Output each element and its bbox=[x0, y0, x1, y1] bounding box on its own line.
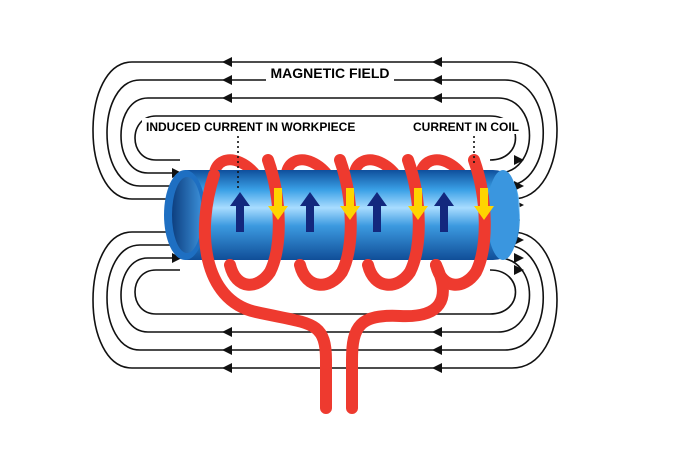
field-arrow bbox=[172, 168, 182, 178]
induced-current-arrow bbox=[230, 192, 250, 232]
field-arrow bbox=[172, 253, 182, 263]
coil-current-arrows bbox=[268, 188, 494, 220]
field-arrow bbox=[222, 327, 232, 337]
field-arrow bbox=[432, 93, 442, 103]
field-arrow bbox=[222, 363, 232, 373]
field-line-top-3 bbox=[120, 97, 531, 174]
field-arrow bbox=[222, 57, 232, 67]
field-arrow bbox=[222, 75, 232, 85]
field-arrow bbox=[514, 265, 524, 275]
field-arrow bbox=[432, 75, 442, 85]
label-leader-lines bbox=[237, 136, 475, 190]
field-arrow bbox=[222, 345, 232, 355]
field-arrow bbox=[432, 57, 442, 67]
label-induced-backdrop bbox=[142, 118, 352, 134]
workpiece-right-end bbox=[487, 170, 519, 260]
induced-current-arrow bbox=[434, 192, 454, 232]
induced-current-arrow bbox=[367, 192, 387, 232]
title-backdrop bbox=[266, 64, 394, 82]
coil-lead-left bbox=[198, 169, 332, 414]
coil-current-arrow bbox=[268, 188, 288, 220]
field-arrow bbox=[432, 363, 442, 373]
coil-lead-right bbox=[346, 259, 449, 414]
label-induced-current: INDUCED CURRENT IN WORKPIECE bbox=[146, 120, 355, 134]
field-arrow bbox=[432, 345, 442, 355]
field-line-bottom-4 bbox=[134, 269, 517, 315]
coil-current-arrow bbox=[408, 188, 428, 220]
diagram-title: MAGNETIC FIELD bbox=[271, 65, 390, 81]
label-current-in-coil: CURRENT IN COIL bbox=[413, 120, 519, 134]
field-arrow bbox=[222, 93, 232, 103]
field-line-top-1 bbox=[92, 61, 558, 200]
field-arrow bbox=[514, 155, 524, 165]
induced-current-arrows bbox=[230, 192, 454, 232]
label-coil-backdrop bbox=[410, 118, 520, 134]
field-arrow bbox=[514, 253, 524, 263]
workpiece-end-inner bbox=[172, 177, 202, 253]
field-arrow bbox=[432, 327, 442, 337]
induced-current-arrow bbox=[300, 192, 320, 232]
field-line-top-4 bbox=[134, 115, 517, 161]
field-line-bottom-3 bbox=[120, 257, 531, 333]
coil-current-arrow bbox=[340, 188, 360, 220]
coil-current-arrow bbox=[474, 188, 494, 220]
